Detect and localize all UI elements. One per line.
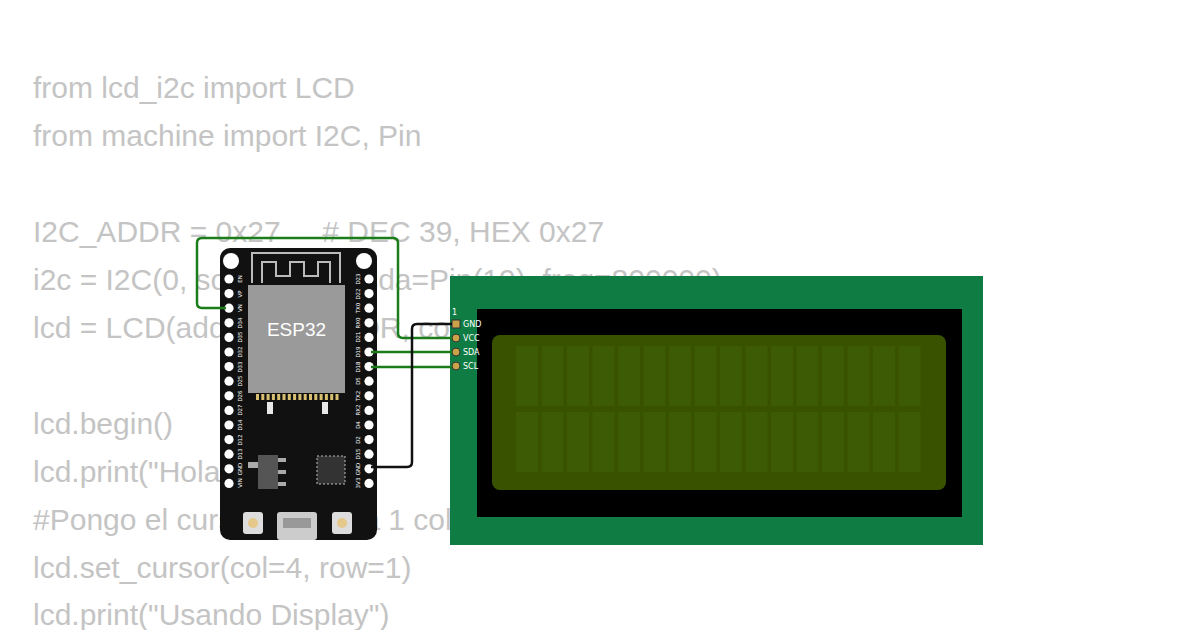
- pin-label: D19: [355, 346, 361, 357]
- code-line: lcd.set_cursor(col=4, row=1): [33, 550, 412, 586]
- pin-hole: [224, 274, 233, 283]
- pin-label: D12: [237, 434, 243, 445]
- pin-label: D18: [355, 361, 361, 372]
- pin-label: D25: [237, 376, 243, 387]
- pin-label: VN: [237, 304, 243, 312]
- pin-hole: [364, 274, 373, 283]
- chip-label: ESP32: [267, 319, 326, 341]
- pin-hole: [224, 435, 233, 444]
- pin-label: D34: [237, 317, 243, 328]
- pin-hole: [224, 464, 233, 473]
- chip-module: ESP32: [248, 285, 345, 375]
- mount-hole: [356, 253, 372, 269]
- chip-shield: [248, 285, 345, 393]
- pin-label: D35: [237, 332, 243, 343]
- pin-label: RX2: [355, 405, 361, 416]
- pin-hole: [364, 464, 373, 473]
- pin-hole: [364, 391, 373, 400]
- pin-hole: [364, 333, 373, 342]
- pin-label: D22: [355, 288, 361, 299]
- pin-hole: [364, 420, 373, 429]
- code-line: from lcd_i2c import LCD: [33, 70, 355, 106]
- lcd-pin-label: VCC: [463, 334, 480, 343]
- pin-hole: [364, 479, 373, 488]
- pin-hole: [364, 377, 373, 386]
- pin-label: D13: [237, 449, 243, 460]
- pin-hole: [224, 450, 233, 459]
- pin-hole: [364, 435, 373, 444]
- pin-hole: [364, 304, 373, 313]
- pin-hole: [364, 318, 373, 327]
- wires: [197, 238, 452, 467]
- pin-hole: [224, 420, 233, 429]
- pin-hole: [364, 406, 373, 415]
- code-line: lcd.print("Usando Display"): [33, 597, 389, 630]
- pin-hole: [224, 377, 233, 386]
- mount-hole: [223, 253, 239, 269]
- pin-hole: [224, 479, 233, 488]
- lcd-bezel: [477, 309, 962, 517]
- code-line: from machine import I2C, Pin: [33, 118, 421, 154]
- button: [243, 512, 263, 534]
- pin-label: TX2: [355, 390, 361, 401]
- code-line: lcd.begin(): [33, 406, 173, 442]
- lcd-board: [450, 276, 983, 545]
- pin-label: D14: [237, 419, 243, 430]
- pin-hole: [224, 289, 233, 298]
- pin-hole: [224, 391, 233, 400]
- lcd-screen: [492, 335, 946, 490]
- pin-label: 3V3: [355, 478, 361, 489]
- pin-label: VP: [237, 290, 243, 297]
- smd-part: [267, 402, 273, 414]
- regulator: [258, 455, 278, 489]
- pin-label: EN: [237, 275, 243, 283]
- smd-part: [322, 402, 328, 414]
- pin-label: D32: [237, 346, 243, 357]
- pin-hole: [224, 347, 233, 356]
- pin-label: D5: [355, 377, 361, 385]
- pin-label: D33: [237, 361, 243, 372]
- pin-hole: [224, 318, 233, 327]
- pin-label: D21: [355, 332, 361, 343]
- pin-label: TX0: [355, 303, 361, 314]
- pin-hole: [224, 362, 233, 371]
- lcd-pin-label: GND: [463, 320, 481, 329]
- pin-label: RX0: [355, 317, 361, 328]
- pin-hole: [364, 450, 373, 459]
- pin-label: D27: [237, 405, 243, 416]
- button: [332, 512, 352, 534]
- lcd-pin-label: SCL: [463, 362, 478, 371]
- pin-label: D23: [355, 273, 361, 284]
- code-line: I2C_ADDR = 0x27 # DEC 39, HEX 0x27: [33, 214, 604, 250]
- pin-label: D2: [355, 436, 361, 444]
- pin-label: VIN: [237, 479, 243, 489]
- lcd-pin-label: SDA: [463, 348, 480, 357]
- pin-label: GND: [355, 462, 361, 475]
- pin-label: D15: [355, 449, 361, 460]
- pin-hole: [224, 333, 233, 342]
- pin-hole: [224, 406, 233, 415]
- pin-holes: [224, 274, 373, 488]
- chip-contacts: [256, 394, 339, 400]
- antenna: [252, 253, 340, 283]
- pin-label: D4: [355, 421, 361, 429]
- esp32-board: [220, 248, 377, 540]
- pin-label: GND: [237, 462, 243, 475]
- pin-label: D26: [237, 390, 243, 401]
- lcd-pin-label: 1: [452, 308, 457, 317]
- lcd-cells: [516, 346, 921, 472]
- lcd-pads: [452, 320, 460, 370]
- usb-connector: [277, 512, 317, 540]
- pin-hole: [364, 289, 373, 298]
- usb-chip: [317, 456, 345, 484]
